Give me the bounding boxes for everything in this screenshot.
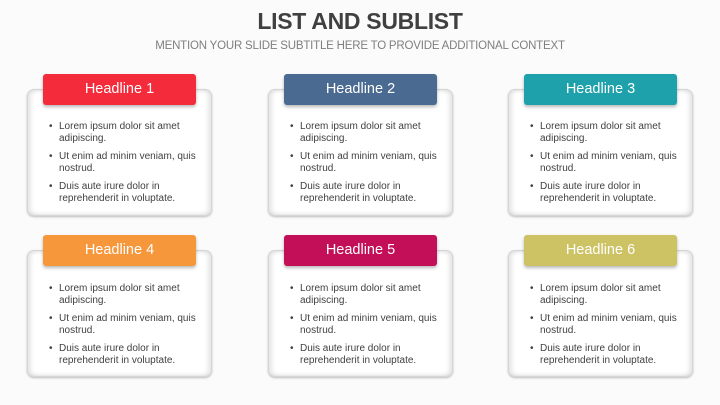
card-1-body (27, 89, 212, 216)
bullet-icon: • (530, 151, 534, 162)
bullet-icon: • (530, 283, 534, 294)
list-item: •Duis aute irure dolor in reprehenderit … (290, 181, 417, 204)
list-item: •Ut enim ad minim veniam, quis nostrud. (49, 151, 196, 174)
card-4-list: •Lorem ipsum dolor sit amet adipiscing. … (49, 283, 199, 373)
card-1-list: •Lorem ipsum dolor sit amet adipiscing. … (49, 121, 199, 211)
list-item: •Duis aute irure dolor in reprehenderit … (530, 343, 657, 366)
card-2-body (268, 89, 453, 216)
card-6-list: •Lorem ipsum dolor sit amet adipiscing. … (530, 283, 680, 373)
bullet-icon: • (530, 343, 534, 354)
list-item: •Lorem ipsum dolor sit amet adipiscing. (530, 283, 661, 306)
list-item: •Ut enim ad minim veniam, quis nostrud. (290, 151, 437, 174)
bullet-icon: • (290, 283, 294, 294)
list-item: •Ut enim ad minim veniam, quis nostrud. (290, 313, 437, 336)
list-item: •Duis aute irure dolor in reprehenderit … (49, 181, 176, 204)
bullet-icon: • (290, 343, 294, 354)
slide-title: LIST AND SUBLIST (257, 8, 463, 34)
list-item: •Lorem ipsum dolor sit amet adipiscing. (290, 121, 421, 144)
card-4-body (27, 250, 212, 377)
card-3-list: •Lorem ipsum dolor sit amet adipiscing. … (530, 121, 680, 211)
bullet-icon: • (530, 121, 534, 132)
bullet-icon: • (49, 343, 53, 354)
bullet-icon: • (49, 313, 53, 324)
list-item: •Lorem ipsum dolor sit amet adipiscing. (290, 283, 421, 306)
list-item: •Lorem ipsum dolor sit amet adipiscing. (49, 121, 180, 144)
bullet-icon: • (49, 181, 53, 192)
list-item: •Duis aute irure dolor in reprehenderit … (49, 343, 176, 366)
list-item: •Duis aute irure dolor in reprehenderit … (290, 343, 417, 366)
card-5-headline: Headline 5 (284, 235, 437, 266)
list-item: •Ut enim ad minim veniam, quis nostrud. (49, 313, 196, 336)
card-5-list: •Lorem ipsum dolor sit amet adipiscing. … (290, 283, 440, 373)
list-item: •Lorem ipsum dolor sit amet adipiscing. (49, 283, 180, 306)
card-2-list: •Lorem ipsum dolor sit amet adipiscing. … (290, 121, 440, 211)
bullet-icon: • (290, 181, 294, 192)
card-3-headline: Headline 3 (524, 74, 677, 105)
bullet-icon: • (530, 181, 534, 192)
bullet-icon: • (49, 121, 53, 132)
bullet-icon: • (290, 151, 294, 162)
card-3-body (508, 89, 693, 216)
card-2-headline: Headline 2 (284, 74, 437, 105)
card-4-headline: Headline 4 (43, 235, 196, 266)
card-6-headline: Headline 6 (524, 235, 677, 266)
bullet-icon: • (290, 313, 294, 324)
bullet-icon: • (290, 121, 294, 132)
bullet-icon: • (49, 151, 53, 162)
list-item: •Duis aute irure dolor in reprehenderit … (530, 181, 657, 204)
card-1-headline: Headline 1 (43, 74, 196, 105)
bullet-icon: • (530, 313, 534, 324)
list-item: •Ut enim ad minim veniam, quis nostrud. (530, 313, 677, 336)
list-item: •Ut enim ad minim veniam, quis nostrud. (530, 151, 677, 174)
card-5-body (268, 250, 453, 377)
bullet-icon: • (49, 283, 53, 294)
slide-subtitle: MENTION YOUR SLIDE SUBTITLE HERE TO PROV… (155, 40, 565, 52)
list-item: •Lorem ipsum dolor sit amet adipiscing. (530, 121, 661, 144)
